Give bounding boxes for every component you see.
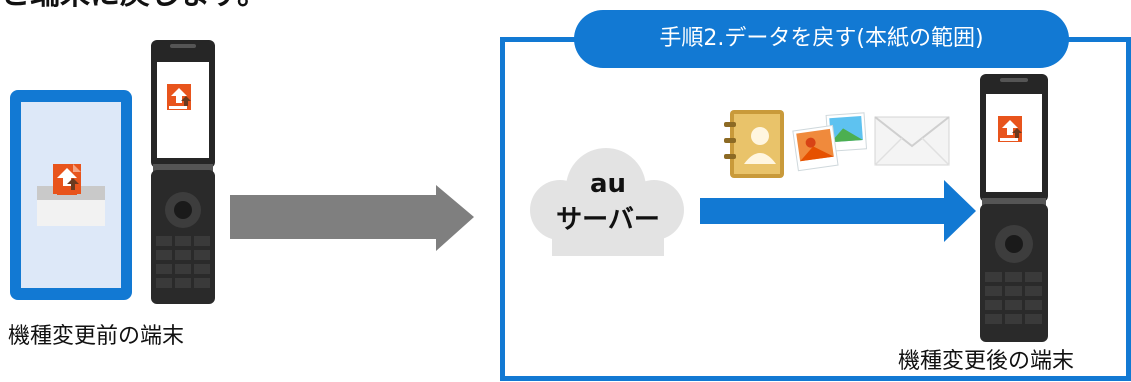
new-device-caption: 機種変更後の端末 (898, 349, 1075, 374)
mail-icon (874, 116, 950, 166)
backup-app-icon (998, 116, 1022, 142)
cloud-icon (530, 148, 684, 256)
backup-app-icon (167, 84, 191, 110)
old-device-caption: 機種変更前の端末 (8, 324, 185, 349)
backup-app-icon (37, 164, 105, 226)
tablet-device (10, 90, 132, 300)
au-server-cloud: au サーバー (522, 148, 694, 258)
flip-phone-icon (980, 74, 1048, 342)
server-label-line1: au (589, 169, 627, 199)
panel-title: 手順2.データを戻す(本紙の範囲) (574, 10, 1069, 68)
server-label-line2: サーバー (556, 205, 660, 235)
address-book-icon (724, 110, 784, 178)
heading-text: と端末に戻します。 (0, 0, 267, 10)
tablet-screen (21, 102, 121, 288)
gray-arrow (230, 185, 474, 251)
flip-phone-old (151, 40, 215, 304)
photo-icon (792, 112, 868, 172)
blue-arrow (700, 180, 976, 242)
